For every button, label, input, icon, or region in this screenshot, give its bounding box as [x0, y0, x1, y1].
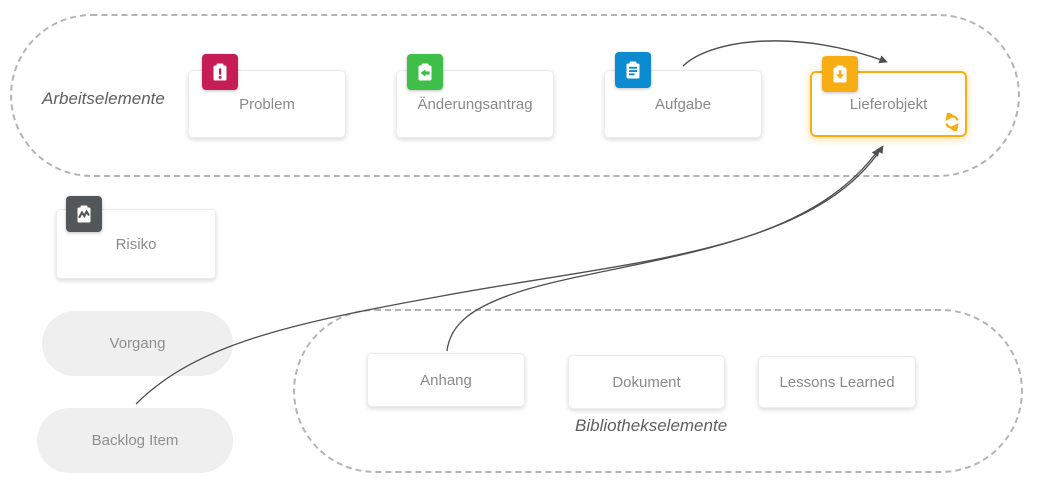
- node-aufgabe[interactable]: Aufgabe: [604, 52, 762, 138]
- node-label: Dokument: [612, 373, 681, 391]
- node-aenderungsantrag[interactable]: Änderungsantrag: [396, 54, 554, 138]
- group-label-bibliothekselemente: Bibliothekselemente: [575, 416, 728, 435]
- clipboard-list-icon: [615, 52, 651, 88]
- sync-icon: [943, 110, 961, 134]
- node-dokument[interactable]: Dokument: [568, 355, 725, 409]
- node-label: Problem: [239, 95, 295, 113]
- node-label: Lessons Learned: [779, 373, 895, 391]
- clipboard-exclamation-icon: [202, 54, 238, 90]
- node-backlog-item[interactable]: Backlog Item: [37, 408, 233, 473]
- clipboard-arrow-left-icon: [407, 54, 443, 90]
- node-problem[interactable]: Problem: [188, 54, 346, 138]
- node-lieferobjekt[interactable]: Lieferobjekt: [810, 56, 967, 137]
- group-label-arbeitselemente: Arbeitselemente: [42, 89, 165, 108]
- node-vorgang[interactable]: Vorgang: [42, 311, 233, 376]
- node-risiko[interactable]: Risiko: [56, 196, 216, 279]
- node-label: Risiko: [115, 235, 157, 253]
- node-anhang[interactable]: Anhang: [367, 353, 525, 407]
- node-label: Vorgang: [109, 335, 166, 352]
- node-label: Backlog Item: [91, 432, 179, 449]
- node-label: Anhang: [420, 371, 472, 389]
- clipboard-arrow-down-icon: [822, 56, 858, 92]
- node-label: Aufgabe: [655, 95, 711, 113]
- node-label: Lieferobjekt: [849, 95, 928, 113]
- node-label: Änderungsantrag: [417, 95, 533, 113]
- clipboard-zigzag-icon: [66, 196, 102, 232]
- node-lessons-learned[interactable]: Lessons Learned: [758, 356, 916, 408]
